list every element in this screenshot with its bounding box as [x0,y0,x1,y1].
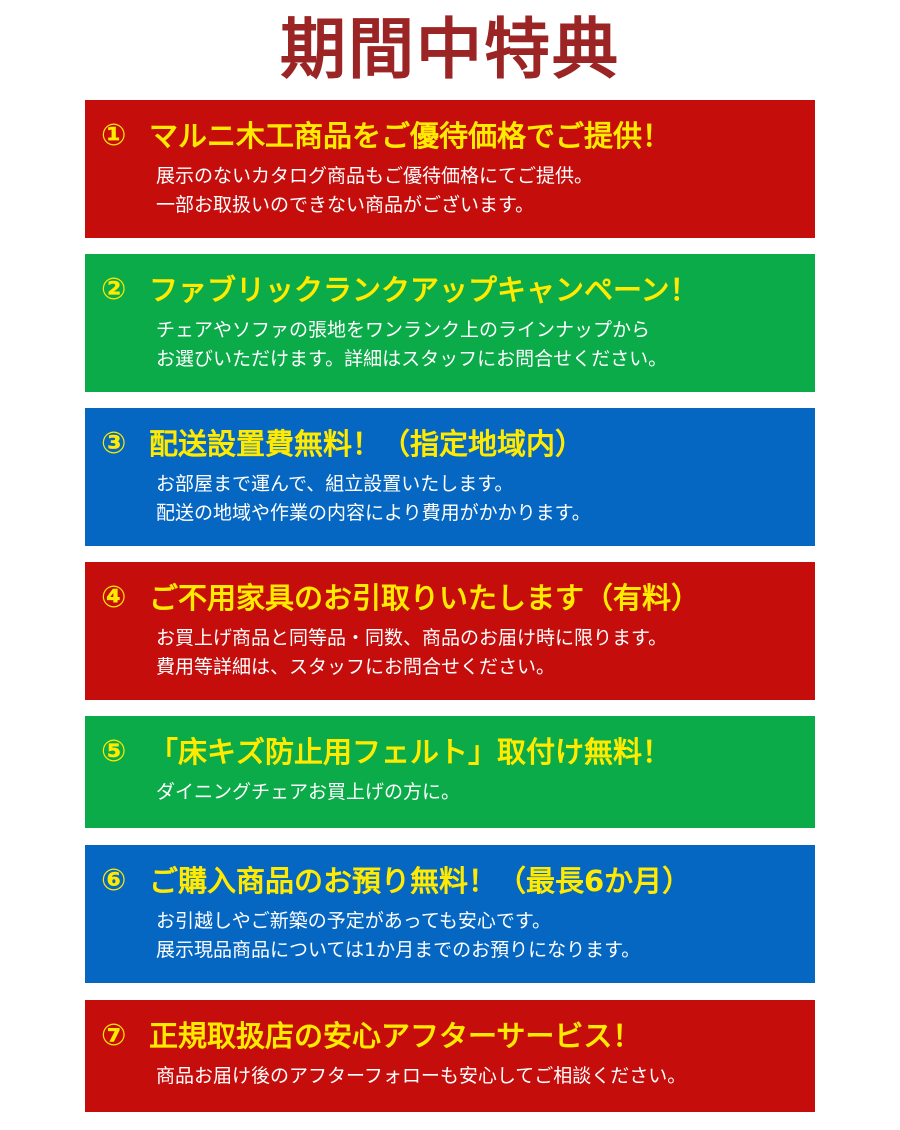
benefit-3-line-1: お部屋まで運んで、組立設置いたします。 [156,473,514,495]
benefit-4-line-1: お買上げ商品と同等品・同数、商品のお届け時に限ります。 [156,627,668,649]
benefit-card-6: ⑥ ご購入商品のお預り無料！（最長6か月） お引越しやご新築の予定があっても安心… [85,845,815,983]
benefit-number-5: ⑤ [101,734,127,769]
benefit-card-2: ② ファブリックランクアップキャンペーン！ チェアやソファの張地をワンランク上の… [85,254,815,392]
benefit-7-line-1: 商品お届け後のアフターフォローも安心してご相談ください。 [156,1065,687,1087]
benefit-number-6: ⑥ [101,863,127,898]
benefit-2-line-2: お選びいただけます。詳細はスタッフにお問合せください。 [156,348,668,370]
benefit-6-line-2: 展示現品商品については1か月までのお預りになります。 [156,939,641,961]
benefit-title-2: ファブリックランクアップキャンペーン！ [149,273,699,307]
benefit-number-1: ① [101,118,127,153]
benefit-card-4: ④ ご不用家具のお引取りいたします（有料） お買上げ商品と同等品・同数、商品のお… [85,562,815,700]
benefit-5-line-1: ダイニングチェアお買上げの方に。 [156,781,461,803]
benefit-6-line-1: お引越しやご新築の予定があっても安心です。 [156,910,552,932]
benefit-number-3: ③ [101,426,127,461]
benefit-title-6: ご購入商品のお預り無料！（最長6か月） [149,864,692,898]
benefit-2-line-1: チェアやソファの張地をワンランク上のラインナップから [156,319,651,341]
benefit-card-1: ① マルニ木工商品をご優待価格でご提供！ 展示のないカタログ商品もご優待価格にて… [85,100,815,238]
benefit-title-7: 正規取扱店の安心アフターサービス！ [149,1019,642,1053]
benefit-title-4: ご不用家具のお引取りいたします（有料） [149,581,701,615]
page-title: 期間中特典 [280,10,620,88]
benefit-card-7: ⑦ 正規取扱店の安心アフターサービス！ 商品お届け後のアフターフォローも安心して… [85,1000,815,1112]
benefit-4-line-2: 費用等詳細は、スタッフにお問合せください。 [156,656,556,678]
benefit-title-5: 「床キズ防止用フェルト」取付け無料！ [149,735,672,769]
benefit-1-line-2: 一部お取扱いのできない商品がございます。 [156,194,535,216]
benefit-3-line-2: 配送の地域や作業の内容により費用がかかります。 [156,502,591,524]
benefit-card-3: ③ 配送設置費無料！（指定地域内） お部屋まで運んで、組立設置いたします。 配送… [85,408,815,546]
benefit-card-5: ⑤ 「床キズ防止用フェルト」取付け無料！ ダイニングチェアお買上げの方に。 [85,716,815,828]
benefit-title-1: マルニ木工商品をご優待価格でご提供！ [149,119,672,153]
benefit-number-2: ② [101,272,127,307]
benefit-1-line-1: 展示のないカタログ商品もご優待価格にてご提供。 [156,165,594,187]
benefit-number-7: ⑦ [101,1018,127,1053]
benefit-title-3: 配送設置費無料！（指定地域内） [149,427,585,461]
benefit-number-4: ④ [101,580,127,615]
